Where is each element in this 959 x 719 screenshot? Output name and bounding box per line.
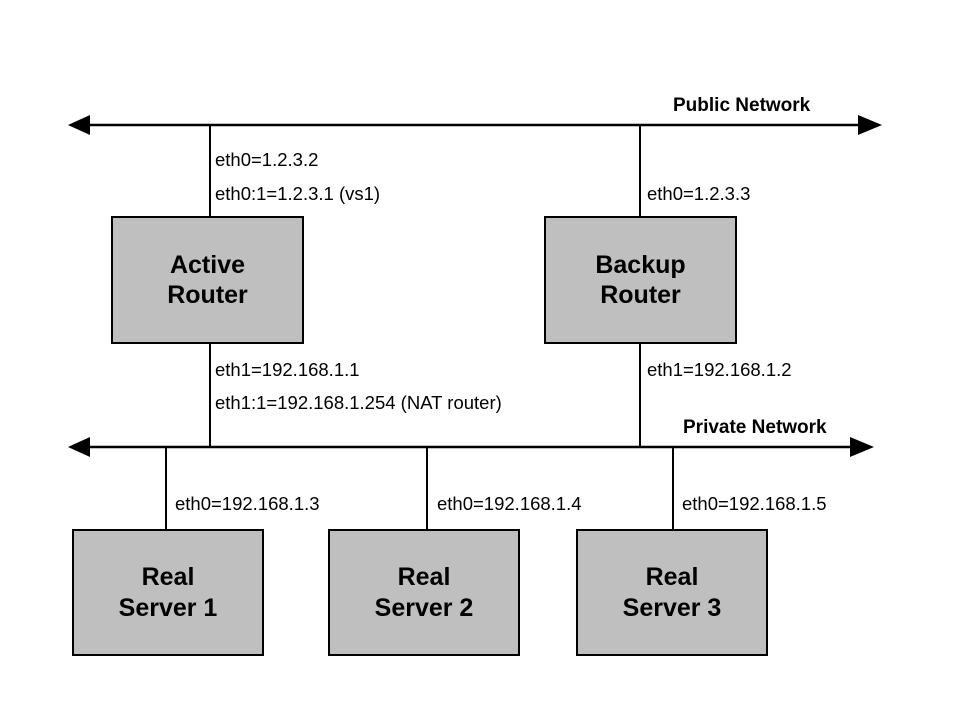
public-network-label: Public Network (673, 95, 811, 116)
active-router-line-2: Router (167, 281, 248, 309)
backup-router-line-1: Backup (595, 250, 686, 279)
backup-router-line-2: Router (600, 281, 681, 309)
node-real-server-1[interactable]: Real Server 1 (72, 529, 264, 656)
real-server-3-line-2: Server 3 (622, 593, 722, 622)
real-server-1-line-2: Server 1 (118, 593, 218, 622)
label-active-router-eth1: eth1=192.168.1.1 (215, 359, 360, 380)
public-network-right-arrowhead (858, 115, 882, 135)
label-active-router-eth0: eth0=1.2.3.2 (215, 149, 319, 170)
label-real-server-2-eth0: eth0=192.168.1.4 (437, 493, 582, 514)
label-real-server-3-eth0: eth0=192.168.1.5 (682, 493, 827, 514)
real-server-3-line-1: Real (645, 563, 699, 591)
label-active-router-eth0-alias: eth0:1=1.2.3.1 (vs1) (215, 183, 381, 204)
public-network-bus (68, 115, 882, 135)
active-router-line-1: Active (169, 250, 246, 279)
label-active-router-eth1-alias: eth1:1=192.168.1.254 (NAT router) (215, 392, 502, 413)
node-backup-router[interactable]: Backup Router (544, 216, 737, 344)
real-server-2-line-1: Real (397, 563, 451, 591)
real-server-1-line-1: Real (141, 563, 195, 591)
private-network-left-arrowhead (68, 437, 90, 457)
node-real-server-3[interactable]: Real Server 3 (576, 529, 768, 656)
label-backup-router-eth1: eth1=192.168.1.2 (647, 359, 792, 380)
label-real-server-1-eth0: eth0=192.168.1.3 (175, 493, 320, 514)
real-server-2-line-2: Server 2 (374, 593, 474, 622)
private-network-right-arrowhead (850, 437, 874, 457)
private-network-label: Private Network (683, 417, 827, 438)
node-real-server-2[interactable]: Real Server 2 (328, 529, 520, 656)
label-backup-router-eth0: eth0=1.2.3.3 (647, 183, 751, 204)
node-active-router[interactable]: Active Router (111, 216, 304, 344)
public-network-left-arrowhead (68, 115, 90, 135)
private-network-bus (68, 437, 874, 457)
